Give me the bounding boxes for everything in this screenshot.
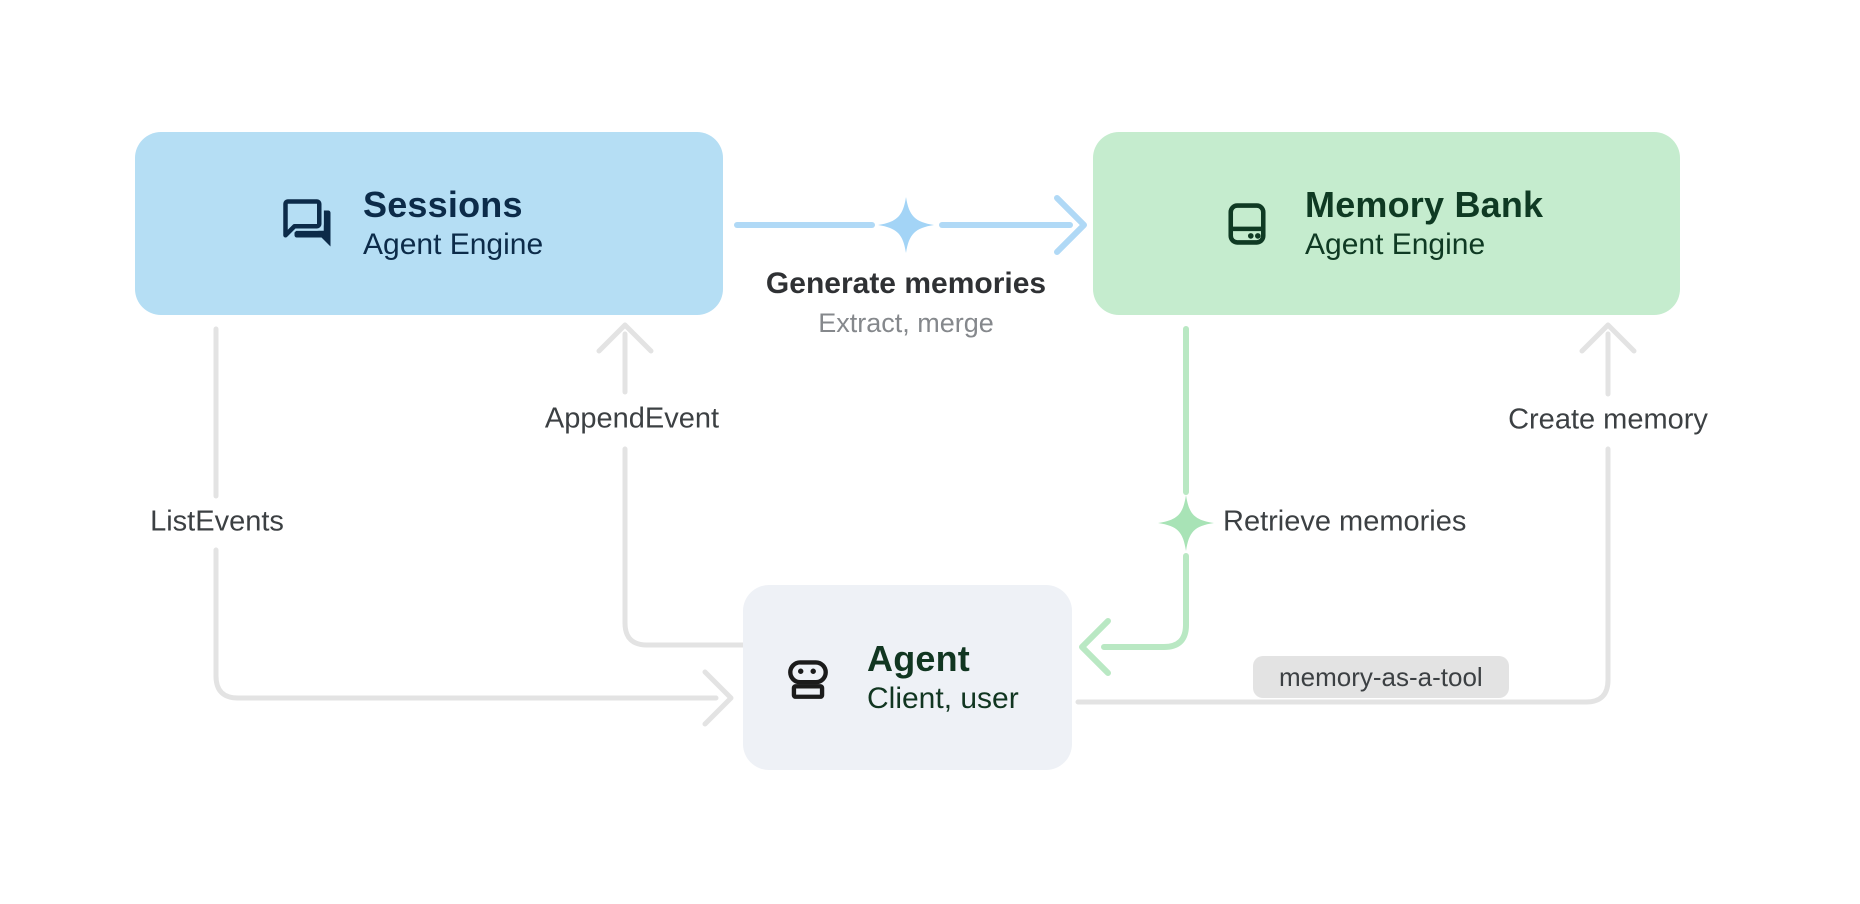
sparkle-blue-icon <box>878 197 934 253</box>
storage-icon <box>1228 202 1266 245</box>
retrieve-memories-line-lower <box>1101 553 1189 650</box>
node-agent-subtitle: Client, user <box>867 681 1019 715</box>
label-retrieve-memories: Retrieve memories <box>1223 505 1467 538</box>
node-agent-title: Agent <box>867 637 970 679</box>
node-sessions: Sessions Agent Engine <box>135 132 723 315</box>
create-memory-arrowhead-icon <box>1579 322 1637 354</box>
node-sessions-title: Sessions <box>363 183 523 225</box>
label-generate-memories: Generate memories Extract, merge <box>766 266 1046 339</box>
node-memory-bank-title: Memory Bank <box>1305 183 1544 225</box>
generate-memories-arrowhead-icon <box>1054 195 1087 255</box>
label-append-event: AppendEvent <box>544 402 720 435</box>
append-event-line-lower <box>622 446 746 648</box>
create-memory-line-lower <box>1075 446 1611 705</box>
list-events-line-lower <box>213 547 719 701</box>
label-generate-memories-sub: Extract, merge <box>818 308 994 338</box>
node-memory-bank: Memory Bank Agent Engine <box>1093 132 1680 315</box>
retrieve-memories-arrowhead-icon <box>1079 618 1111 676</box>
label-create-memory: Create memory <box>1508 403 1708 436</box>
append-event-arrowhead-icon <box>596 322 654 354</box>
robot-icon <box>788 659 828 699</box>
list-events-arrowhead-icon <box>702 669 734 727</box>
node-sessions-subtitle: Agent Engine <box>363 227 544 261</box>
node-agent: Agent Client, user <box>743 585 1072 770</box>
sparkle-green-icon <box>1158 495 1214 551</box>
forum-icon <box>281 196 331 246</box>
memory-as-a-tool-badge: memory-as-a-tool <box>1253 656 1509 698</box>
label-list-events: ListEvents <box>150 505 284 538</box>
label-generate-memories-main: Generate memories <box>765 267 1047 300</box>
node-memory-bank-subtitle: Agent Engine <box>1305 227 1486 261</box>
